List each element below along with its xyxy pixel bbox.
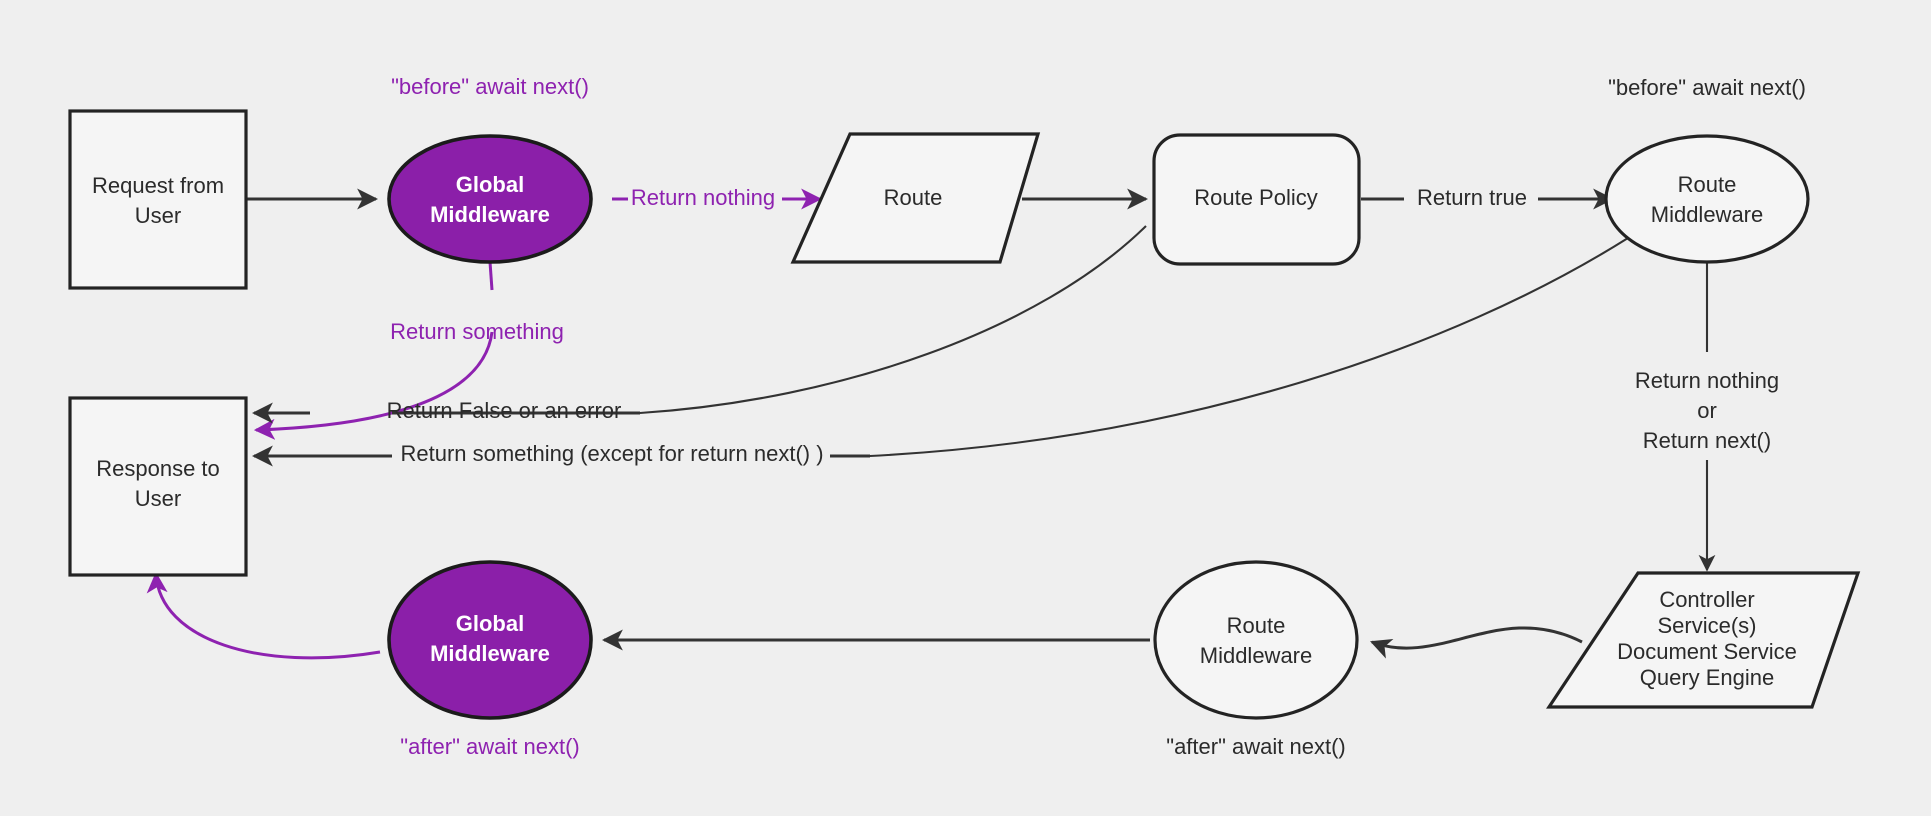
response-to-user-shape bbox=[68, 396, 248, 577]
edge-label-return-nothing: Return nothing bbox=[631, 185, 775, 210]
response-to-user-label-line1: Response to bbox=[96, 456, 220, 481]
node-route-policy[interactable]: Route Policy bbox=[1152, 133, 1361, 266]
edge-label-return-nothing-or-line1: Return nothing bbox=[1635, 368, 1779, 393]
controller-services-label-line2: Service(s) bbox=[1657, 613, 1756, 638]
controller-services-label-line1: Controller bbox=[1659, 587, 1754, 612]
global-middleware-after-label-line1: Global bbox=[456, 611, 524, 636]
edge-global-middleware-after-to-response bbox=[146, 571, 381, 660]
global-middleware-before-label-line1: Global bbox=[456, 172, 524, 197]
node-controller-services[interactable]: Controller Service(s) Document Service Q… bbox=[1546, 571, 1861, 709]
route-middleware-after-label-line2: Middleware bbox=[1200, 643, 1313, 668]
node-response-to-user[interactable]: Response to User bbox=[68, 396, 248, 577]
annotation-before-await-next-global: "before" await next() bbox=[391, 74, 589, 99]
edge-label-return-true: Return true bbox=[1417, 185, 1527, 210]
controller-services-label-line3: Document Service bbox=[1617, 639, 1797, 664]
response-to-user-label-line2: User bbox=[135, 486, 181, 511]
edge-controller-to-route-middleware-after bbox=[1370, 626, 1583, 659]
route-middleware-before-shape bbox=[1604, 134, 1810, 264]
node-route[interactable]: Route bbox=[790, 132, 1041, 264]
global-middleware-before-label-line2: Middleware bbox=[430, 202, 550, 227]
edge-policy-to-response-curve bbox=[639, 225, 1147, 415]
global-middleware-before-shape bbox=[387, 134, 593, 264]
edge-rm-to-response-curve bbox=[869, 237, 1629, 458]
edge-label-return-something: Return something bbox=[390, 319, 564, 344]
request-from-user-label-line2: User bbox=[135, 203, 181, 228]
route-middleware-before-label-line1: Route bbox=[1678, 172, 1737, 197]
node-route-middleware-after[interactable]: Route Middleware bbox=[1153, 560, 1359, 720]
route-policy-shape bbox=[1152, 133, 1361, 266]
route-middleware-before-label-line2: Middleware bbox=[1651, 202, 1764, 227]
request-from-user-label-line1: Request from bbox=[92, 173, 224, 198]
node-global-middleware-after[interactable]: Global Middleware bbox=[387, 560, 593, 720]
edge-label-return-false-or-error: Return False or an error bbox=[387, 398, 622, 423]
node-global-middleware-before[interactable]: Global Middleware bbox=[387, 134, 593, 264]
edge-label-return-something-except-next: Return something (except for return next… bbox=[400, 441, 823, 466]
annotation-before-await-next-route-middleware: "before" await next() bbox=[1608, 75, 1806, 100]
global-middleware-after-shape bbox=[387, 560, 593, 720]
edge-global-middleware-to-response bbox=[253, 331, 494, 440]
edge-global-to-response-stub bbox=[488, 261, 494, 291]
node-request-from-user[interactable]: Request from User bbox=[68, 109, 248, 290]
edge-label-return-nothing-or-line3: Return next() bbox=[1643, 428, 1771, 453]
route-middleware-after-label-line1: Route bbox=[1227, 613, 1286, 638]
route-middleware-after-shape bbox=[1153, 560, 1359, 720]
annotation-after-await-next-route-middleware: "after" await next() bbox=[1166, 734, 1345, 759]
controller-services-shape bbox=[1546, 571, 1861, 709]
route-shape bbox=[790, 132, 1041, 264]
node-route-middleware-before[interactable]: Route Middleware bbox=[1604, 134, 1810, 264]
annotation-after-await-next-global: "after" await next() bbox=[400, 734, 579, 759]
global-middleware-after-label-line2: Middleware bbox=[430, 641, 550, 666]
request-from-user-shape bbox=[68, 109, 248, 290]
controller-services-label-line4: Query Engine bbox=[1640, 665, 1775, 690]
edge-label-return-nothing-or-line2: or bbox=[1697, 398, 1717, 423]
route-label: Route bbox=[884, 185, 943, 210]
route-policy-label: Route Policy bbox=[1194, 185, 1318, 210]
